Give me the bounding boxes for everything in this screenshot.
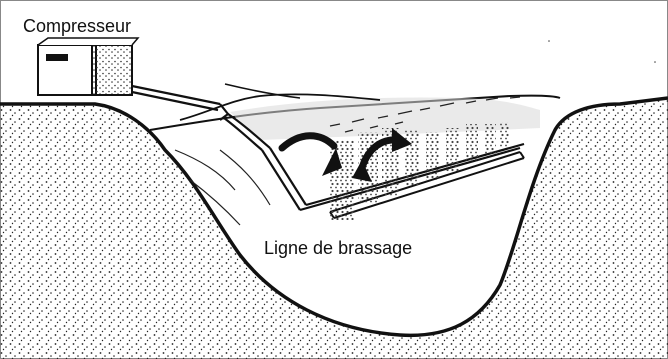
mixing-line-label: Ligne de brassage — [264, 239, 412, 257]
stray-marks — [548, 40, 656, 63]
compressor-unit — [38, 38, 138, 95]
compressor-label: Compresseur — [23, 17, 131, 35]
